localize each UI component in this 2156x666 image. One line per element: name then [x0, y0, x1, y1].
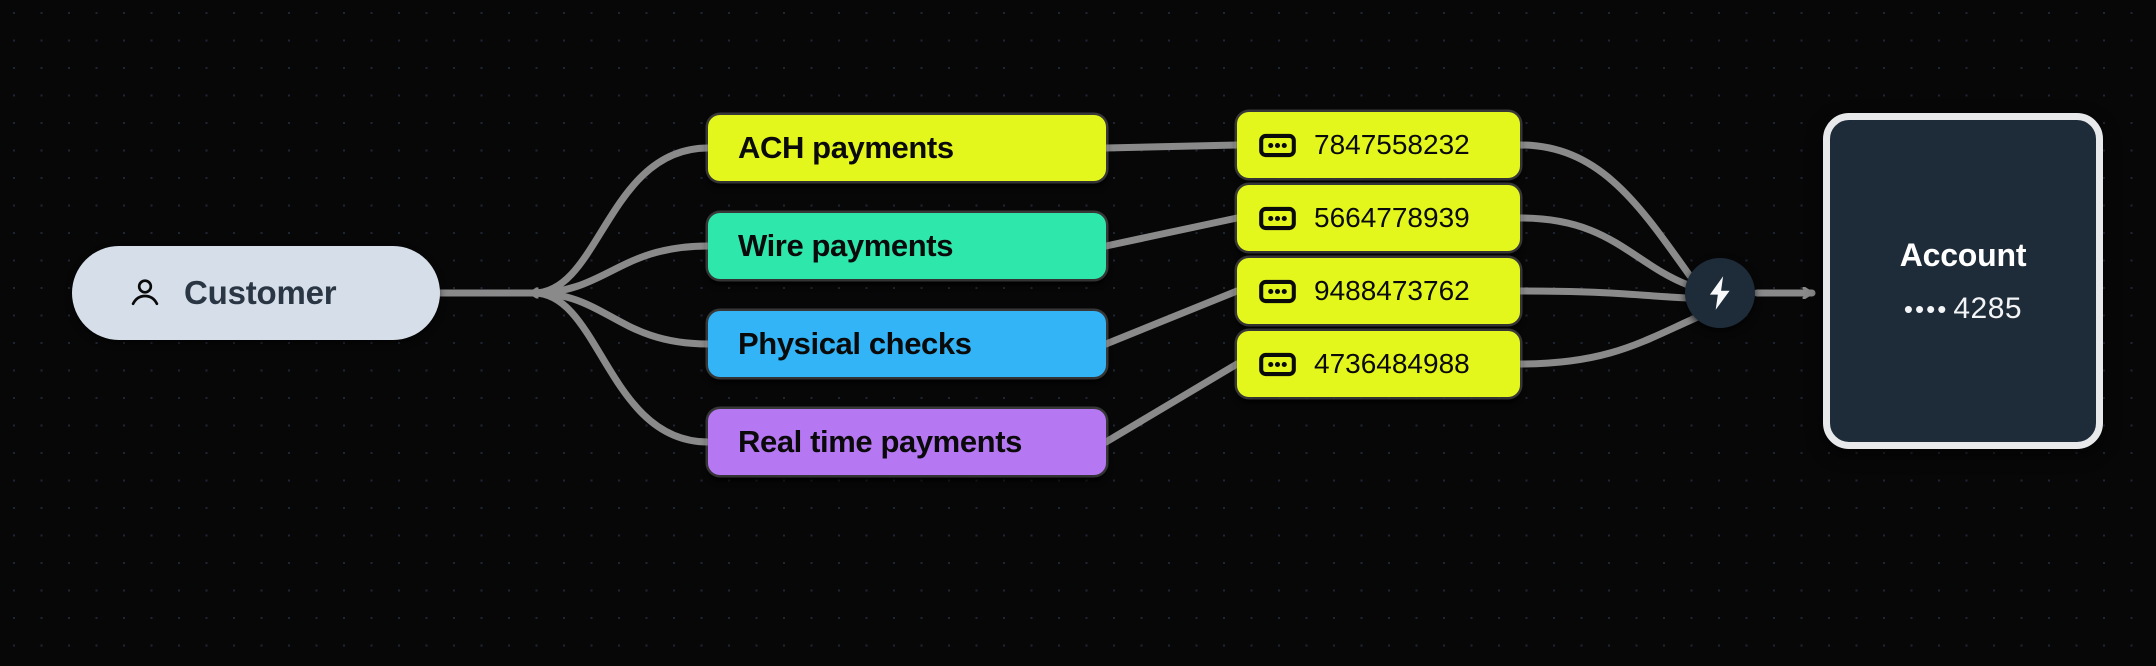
account-number-label: 9488473762 — [1314, 275, 1470, 306]
payment-method-node-ach[interactable]: ACH payments — [708, 115, 1106, 181]
payment-method-label: Physical checks — [738, 326, 972, 361]
lightning-hub-node[interactable] — [1685, 258, 1755, 328]
edge-customer-to-ach — [530, 144, 712, 297]
account-card-masked-number: ••••4285 — [1904, 292, 2022, 326]
payment-method-node-real-time-payments[interactable]: Real time payments — [708, 409, 1106, 475]
lightning-bolt-icon — [1705, 275, 1735, 311]
edge-account-4-to-hub — [1516, 312, 1704, 368]
account-card-title: Account — [1899, 236, 2027, 273]
edge-rtp-to-account-4 — [1102, 360, 1241, 446]
edge-account-2-to-hub — [1516, 214, 1692, 289]
payment-method-node-physical-checks[interactable]: Physical checks — [708, 311, 1106, 377]
edge-customer-to-wire — [530, 242, 712, 297]
edge-wire-to-account-2 — [1102, 214, 1241, 250]
account-number-node[interactable]: 9488473762 — [1237, 258, 1520, 324]
masked-bullets: •••• — [1903, 293, 1949, 324]
account-number-label: 5664778939 — [1314, 202, 1470, 233]
dots-field-icon — [1259, 278, 1296, 305]
account-last4: 4285 — [1953, 291, 2023, 325]
dots-field-icon — [1259, 132, 1296, 159]
edge-customer-to-rtp — [530, 289, 712, 446]
payment-method-label: ACH payments — [738, 130, 954, 165]
dots-field-icon — [1259, 205, 1296, 232]
customer-label: Customer — [184, 274, 337, 311]
customer-node[interactable]: Customer — [72, 246, 440, 340]
account-card[interactable]: Account ••••4285 — [1823, 113, 2103, 449]
account-number-label: 4736484988 — [1314, 348, 1470, 379]
payment-method-label: Wire payments — [738, 228, 954, 263]
payment-method-node-wire[interactable]: Wire payments — [708, 213, 1106, 279]
dots-field-icon — [1259, 351, 1296, 378]
account-number-node[interactable]: 5664778939 — [1237, 185, 1520, 251]
account-number-label: 7847558232 — [1314, 129, 1470, 160]
payment-method-label: Real time payments — [738, 424, 1022, 459]
account-number-node[interactable]: 7847558232 — [1237, 112, 1520, 178]
edge-account-1-to-hub — [1516, 141, 1694, 280]
edge-customer-to-checks — [530, 289, 712, 348]
person-icon — [128, 276, 162, 310]
edge-ach-to-account-1 — [1102, 141, 1241, 152]
edge-account-3-to-hub — [1516, 287, 1692, 302]
edge-checks-to-account-3 — [1102, 287, 1241, 348]
account-number-node[interactable]: 4736484988 — [1237, 331, 1520, 397]
